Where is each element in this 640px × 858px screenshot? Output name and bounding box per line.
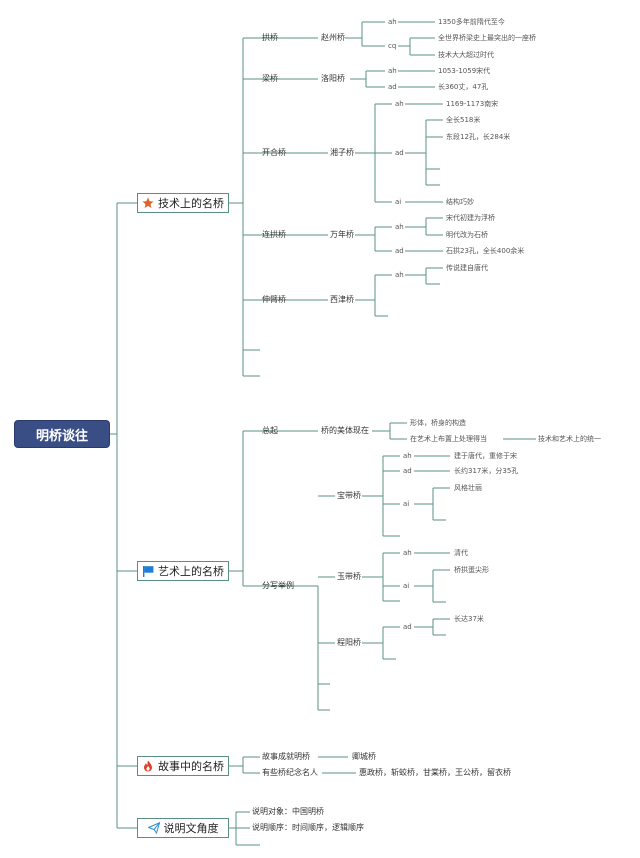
node-wn-ah[interactable]: ah xyxy=(395,223,404,231)
category-angle[interactable]: 说明文角度 xyxy=(137,818,229,838)
node-mt-2-1[interactable]: 技术和艺术上的统一 xyxy=(538,435,601,443)
node-zongqi[interactable]: 总起 xyxy=(262,426,278,435)
node-zz-cq-1[interactable]: 全世界桥梁史上最突出的一座桥 xyxy=(438,34,536,42)
node-xz-ad[interactable]: ad xyxy=(395,149,404,157)
node-shenbi[interactable]: 伸臂桥 xyxy=(262,295,286,304)
node-xj-ah-1[interactable]: 传说建自唐代 xyxy=(446,264,488,272)
node-yd-ai-1[interactable]: 桥拱蛋尖形 xyxy=(454,566,489,574)
node-bd-ad[interactable]: ad xyxy=(403,467,412,475)
node-ly-ad[interactable]: ad xyxy=(388,83,397,91)
node-yd-ai[interactable]: ai xyxy=(403,582,410,590)
node-ly-ah[interactable]: ah xyxy=(388,67,397,75)
node-fenxie[interactable]: 分写举例 xyxy=(262,581,294,590)
node-meiti[interactable]: 桥的美体现在 xyxy=(321,426,369,435)
node-zz-ah-1[interactable]: 1350多年前隋代至今 xyxy=(438,18,505,26)
node-s1[interactable]: 故事成就明桥 xyxy=(262,752,310,761)
node-xiangzi[interactable]: 湘子桥 xyxy=(330,148,354,157)
node-s1-1[interactable]: 卿城桥 xyxy=(352,752,376,761)
node-chengyang[interactable]: 程阳桥 xyxy=(337,638,361,647)
node-wannian[interactable]: 万年桥 xyxy=(330,230,354,239)
flag-icon xyxy=(143,566,154,577)
category-story-label: 故事中的名桥 xyxy=(158,760,224,773)
node-bd-ah[interactable]: ah xyxy=(403,452,412,460)
node-a1[interactable]: 说明对象：中国明桥 xyxy=(252,807,324,816)
node-kaihe[interactable]: 开合桥 xyxy=(262,148,286,157)
node-yudai[interactable]: 玉带桥 xyxy=(337,572,361,581)
node-xz-ah[interactable]: ah xyxy=(395,100,404,108)
node-xz-ah-1[interactable]: 1169-1173南宋 xyxy=(446,100,499,108)
node-zz-ah[interactable]: ah xyxy=(388,18,397,26)
node-a2[interactable]: 说明顺序：时间顺序，逻辑顺序 xyxy=(252,823,364,832)
node-mt-1[interactable]: 形体，桥身的构造 xyxy=(410,419,466,427)
node-xj-ah[interactable]: ah xyxy=(395,271,404,279)
node-s2[interactable]: 有些桥纪念名人 xyxy=(262,768,318,777)
node-mt-2[interactable]: 在艺术上布置上处理得当 xyxy=(410,435,487,443)
node-wn-ad[interactable]: ad xyxy=(395,247,404,255)
node-baodai[interactable]: 宝带桥 xyxy=(337,491,361,500)
category-story[interactable]: 故事中的名桥 xyxy=(137,756,229,776)
node-zz-cq-2[interactable]: 技术大大超过时代 xyxy=(438,51,494,59)
node-luoyang[interactable]: 洛阳桥 xyxy=(321,74,345,83)
node-s2-1[interactable]: 惠政桥，斩蛟桥，甘棠桥，王公桥，留衣桥 xyxy=(359,768,511,777)
node-xz-ad-2[interactable]: 东段12孔，长284米 xyxy=(446,133,511,141)
node-liangqiao[interactable]: 梁桥 xyxy=(262,74,278,83)
node-lianggong[interactable]: 连拱桥 xyxy=(262,230,286,239)
node-ly-ad-1[interactable]: 长360丈，47孔 xyxy=(438,83,489,91)
node-ly-ah-1[interactable]: 1053-1059宋代 xyxy=(438,67,491,75)
node-cy-ad[interactable]: ad xyxy=(403,623,412,631)
node-bd-ad-1[interactable]: 长约317米，分35孔 xyxy=(454,467,519,475)
node-xz-ai-1[interactable]: 结构巧妙 xyxy=(446,198,474,206)
node-yd-ah[interactable]: ah xyxy=(403,549,412,557)
node-bd-ah-1[interactable]: 建于唐代，重修于宋 xyxy=(454,452,517,460)
star-icon xyxy=(142,197,154,208)
category-art[interactable]: 艺术上的名桥 xyxy=(137,561,229,581)
node-bd-ai-1[interactable]: 风格壮丽 xyxy=(454,484,482,492)
root-node[interactable]: 明桥谈往 xyxy=(14,420,110,448)
node-wn-ah-2[interactable]: 明代改为石桥 xyxy=(446,231,488,239)
category-angle-label: 说明文角度 xyxy=(163,822,219,835)
category-tech[interactable]: 技术上的名桥 xyxy=(137,193,229,213)
node-xijin[interactable]: 西津桥 xyxy=(330,295,354,304)
paper-plane-icon xyxy=(147,822,160,834)
node-gongqiao[interactable]: 拱桥 xyxy=(262,33,278,42)
node-xz-ai[interactable]: ai xyxy=(395,198,402,206)
node-cy-ad-1[interactable]: 长达37米 xyxy=(454,615,484,623)
node-wn-ad-1[interactable]: 石拱23孔，全长400余米 xyxy=(446,247,525,255)
fire-icon xyxy=(144,760,152,772)
node-yd-ah-1[interactable]: 清代 xyxy=(454,549,468,557)
node-zhaozhou[interactable]: 赵州桥 xyxy=(321,33,345,42)
node-bd-ai[interactable]: ai xyxy=(403,500,410,508)
node-wn-ah-1[interactable]: 宋代初建为浮桥 xyxy=(446,214,495,222)
category-tech-label: 技术上的名桥 xyxy=(158,197,224,210)
category-art-label: 艺术上的名桥 xyxy=(158,565,224,578)
node-xz-ad-1[interactable]: 全长518米 xyxy=(446,116,481,124)
node-zz-cq[interactable]: cq xyxy=(388,42,397,50)
